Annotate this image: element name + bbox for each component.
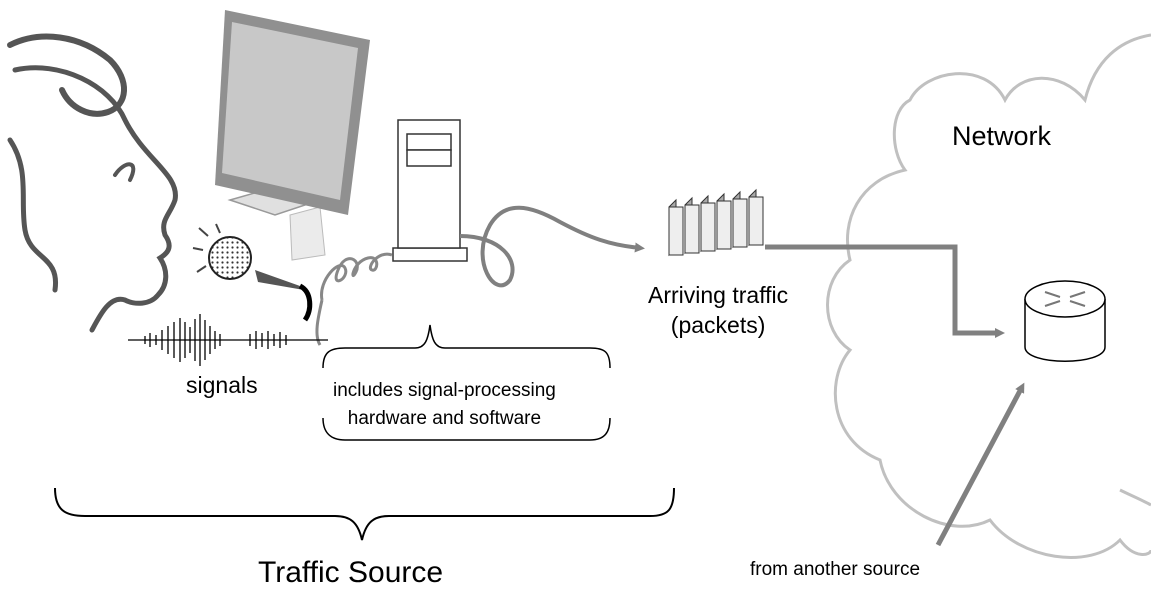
packets-icon [669, 190, 763, 255]
from-another-source-label: from another source [750, 559, 920, 581]
router-icon [1025, 281, 1105, 361]
traffic-source-label: Traffic Source [258, 556, 443, 590]
hardware-brace [323, 325, 610, 368]
traffic-source-brace [55, 488, 674, 540]
person-face-outline-icon [10, 37, 175, 330]
waveform-icon [128, 314, 328, 366]
tower-to-packets-arrow [460, 208, 640, 286]
signal-processing-note: includes signal-processing hardware and … [333, 377, 556, 433]
another-source-arrow [938, 387, 1022, 545]
arriving-traffic-label: Arriving traffic (packets) [648, 280, 788, 340]
arriving-traffic-line2: (packets) [648, 310, 788, 340]
signals-label: signals [186, 372, 258, 399]
signal-processing-note-line2: hardware and software [333, 405, 556, 433]
coiled-cable [317, 254, 392, 345]
arriving-traffic-line1: Arriving traffic [648, 280, 788, 310]
network-label: Network [952, 121, 1051, 152]
packets-to-router-arrow [765, 247, 1000, 333]
signal-processing-note-line1: includes signal-processing [333, 377, 556, 405]
computer-tower-icon [393, 120, 467, 261]
monitor-icon [215, 10, 370, 260]
